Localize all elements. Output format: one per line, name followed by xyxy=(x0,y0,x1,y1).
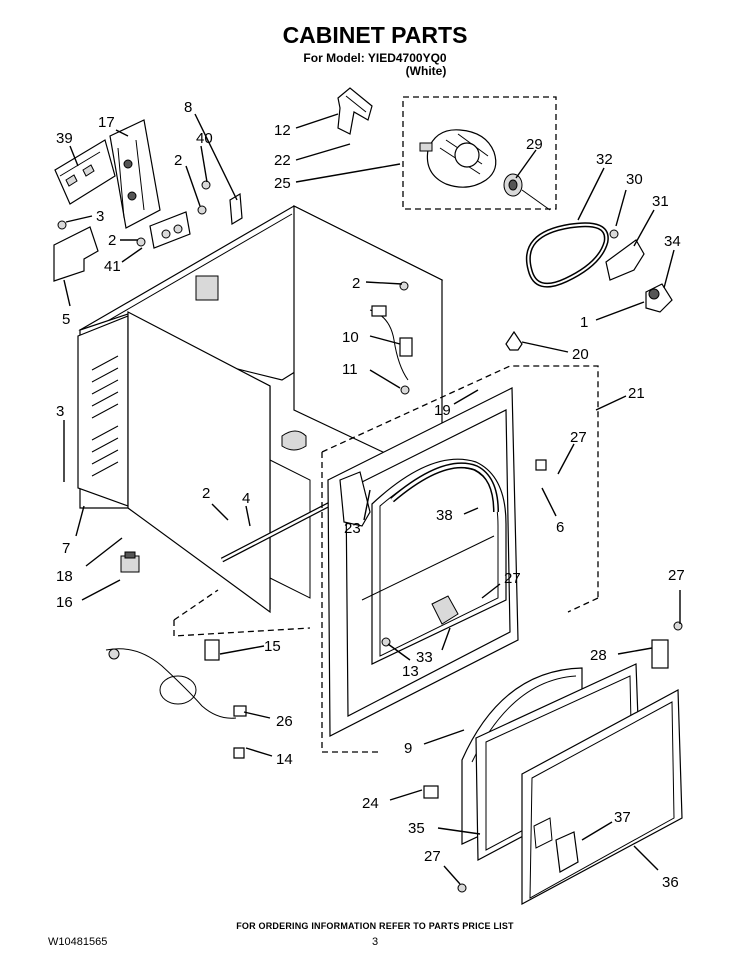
terminal-block xyxy=(54,139,116,205)
callout-label: 27 xyxy=(570,429,587,446)
callout-label: 32 xyxy=(596,151,613,168)
callout-label: 18 xyxy=(56,568,73,585)
bracket-15 xyxy=(204,639,220,661)
callout-label: 6 xyxy=(556,519,564,536)
callout-label: 38 xyxy=(436,507,453,524)
callout-label: 14 xyxy=(276,751,293,768)
callout-label: 20 xyxy=(572,346,589,363)
leader-lines xyxy=(63,113,681,885)
callout-label: 11 xyxy=(342,361,358,378)
callout-label: 1 xyxy=(580,314,588,331)
model-line: For Model: YIED4700YQ0 xyxy=(303,51,447,65)
callout-label: 16 xyxy=(56,594,73,611)
motor-assembly xyxy=(419,129,497,188)
callout-label: 41 xyxy=(104,258,121,275)
rear-shield-5 xyxy=(53,226,99,282)
page-title: CABINET PARTS xyxy=(282,22,468,48)
hinge-28 xyxy=(651,621,683,669)
thermal-fuse-bracket xyxy=(109,119,161,229)
callout-label: 17 xyxy=(98,114,115,131)
glide xyxy=(505,330,523,351)
callout-label: 23 xyxy=(344,520,361,537)
callout-label: 25 xyxy=(274,175,291,192)
callout-label: 3 xyxy=(96,208,104,225)
callout-labels: 39 17 8 40 2 3 2 41 5 12 22 25 29 32 30 … xyxy=(56,99,685,891)
callout-label: 34 xyxy=(664,233,681,250)
callout-label: 2 xyxy=(108,232,116,249)
front-panel-outline xyxy=(321,365,599,753)
callout-label: 39 xyxy=(56,130,73,147)
clip-14 xyxy=(233,747,245,759)
callout-label: 2 xyxy=(202,485,210,502)
thermostat-bracket xyxy=(149,211,191,249)
callout-label: 2 xyxy=(174,152,182,169)
model-subtitle: For Model: YIED4700YQ0 (White) xyxy=(0,52,750,78)
idler-assembly xyxy=(605,229,673,313)
callout-label: 30 xyxy=(626,171,643,188)
leveling-leg xyxy=(120,551,140,573)
callout-label: 13 xyxy=(402,663,419,680)
motor-pulley xyxy=(503,173,551,211)
callout-label: 4 xyxy=(242,490,250,507)
power-cord-26 xyxy=(105,648,247,719)
wire-harness xyxy=(369,281,413,395)
callout-label: 29 xyxy=(526,136,543,153)
callout-label: 2 xyxy=(352,275,360,292)
callout-label: 40 xyxy=(196,130,213,147)
callout-label: 27 xyxy=(668,567,685,584)
callout-label: 35 xyxy=(408,820,425,837)
callout-label: 31 xyxy=(652,193,669,210)
control-bracket-8 xyxy=(229,192,243,226)
callout-label: 22 xyxy=(274,152,291,169)
callout-label: 21 xyxy=(628,385,645,402)
callout-label: 5 xyxy=(62,311,70,328)
cabinet xyxy=(77,205,444,614)
callout-label: 27 xyxy=(424,848,441,865)
front-panel xyxy=(327,387,519,737)
callout-label: 15 xyxy=(264,638,281,655)
callout-label: 36 xyxy=(662,874,679,891)
callout-label: 24 xyxy=(362,795,379,812)
callout-label: 12 xyxy=(274,122,291,139)
motor-box xyxy=(402,96,557,210)
latch-24 xyxy=(423,785,467,893)
callout-label: 3 xyxy=(56,403,64,420)
screws-top-left xyxy=(57,180,211,247)
callout-label: 37 xyxy=(614,809,631,826)
motor-bracket xyxy=(337,87,373,135)
callout-label: 33 xyxy=(416,649,433,666)
color-line: (White) xyxy=(405,64,447,78)
callout-label: 10 xyxy=(342,329,359,346)
ordering-note: FOR ORDERING INFORMATION REFER TO PARTS … xyxy=(236,921,514,931)
document-number: W10481565 xyxy=(48,936,108,948)
callout-label: 9 xyxy=(404,740,412,757)
door-assembly xyxy=(461,663,683,906)
callout-label: 26 xyxy=(276,713,293,730)
page-number: 3 xyxy=(372,936,379,948)
callout-label: 19 xyxy=(434,402,451,419)
callout-label: 28 xyxy=(590,647,607,664)
callout-label: 27 xyxy=(504,570,521,587)
door-switch xyxy=(339,459,547,647)
callout-label: 8 xyxy=(184,99,192,116)
drive-belt xyxy=(526,222,609,288)
callout-label: 7 xyxy=(62,540,70,557)
